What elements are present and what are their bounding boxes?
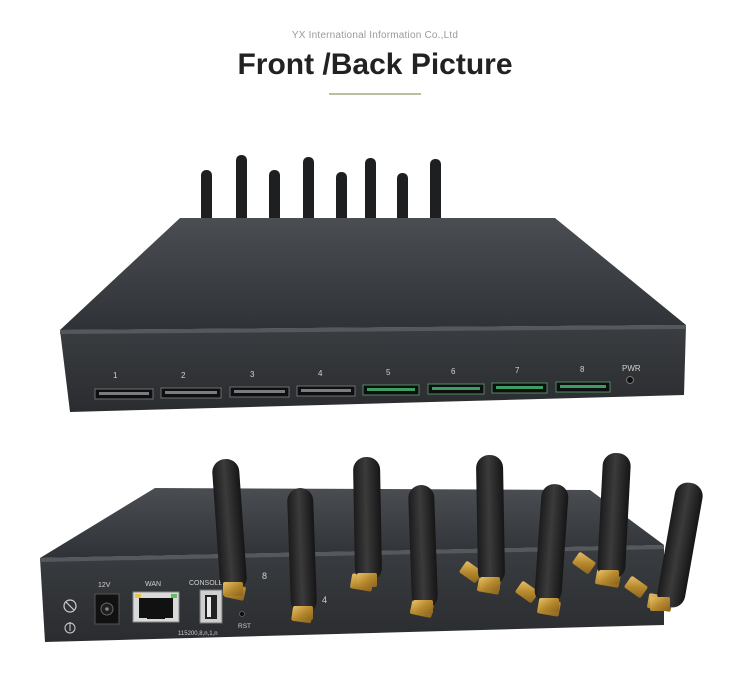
back-photo: 12V WAN CONSOLE 115200,8,n,1,n RST 8 4 7 (40, 453, 703, 642)
port-label-5: 5 (386, 368, 391, 377)
port-label-4: 4 (318, 369, 323, 378)
port-label-3: 3 (250, 370, 255, 379)
antenna-2 (287, 488, 317, 614)
antenna-5 (476, 454, 505, 585)
title-underline (329, 93, 421, 95)
reset-label: RST (238, 623, 251, 630)
port-label-7: 7 (515, 366, 520, 375)
port-label-8: 8 (580, 365, 585, 374)
wan-label: WAN (145, 581, 161, 588)
power-led (626, 376, 634, 384)
port-label-2: 2 (181, 371, 186, 380)
front-antennas (201, 155, 441, 228)
antenna-1 (212, 459, 247, 591)
baud-rate-label: 115200,8,n,1,n (178, 631, 218, 637)
screw-icon (63, 599, 77, 613)
front-port-numbers: 1 2 3 4 5 6 7 8 PWR (113, 364, 641, 380)
front-photo: 1 2 3 4 5 6 7 8 PWR (60, 155, 686, 412)
power-label: PWR (622, 364, 641, 373)
reset-button (239, 611, 245, 617)
antenna-label-4: 4 (322, 595, 327, 605)
antenna-7 (597, 453, 631, 579)
antenna-3 (353, 456, 382, 581)
console-label: CONSOLE (189, 580, 224, 587)
antenna-6 (534, 484, 569, 604)
dc-power-label: 12V (98, 582, 111, 589)
page-title: Front /Back Picture (237, 48, 513, 81)
sim-slots (94, 381, 611, 400)
company-name: YX International Information Co.,Ltd (291, 30, 459, 41)
back-antennas (212, 453, 703, 614)
port-label-1: 1 (113, 371, 118, 380)
antenna-8 (657, 482, 703, 608)
antenna-4 (408, 485, 438, 609)
antenna-label-8: 8 (262, 571, 267, 581)
port-label-6: 6 (451, 367, 456, 376)
